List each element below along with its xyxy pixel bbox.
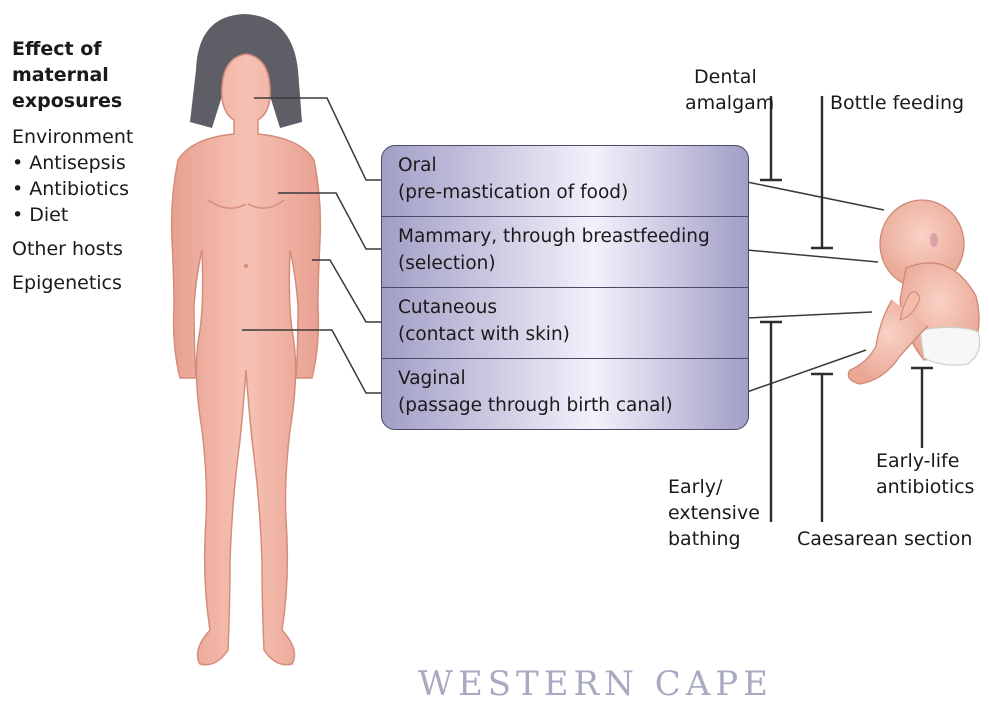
route-vaginal-title: Vaginal: [398, 365, 466, 392]
route-oral-detail: (pre-mastication of food): [398, 179, 628, 206]
maternal-heading-line-3: exposures: [12, 88, 122, 114]
maternal-heading-line-2: maternal: [12, 62, 109, 88]
exposure-other-hosts: Other hosts: [12, 236, 123, 262]
diaper: [920, 327, 980, 365]
exposure-diet: • Diet: [12, 202, 68, 228]
label-caesarean-section: Caesarean section: [797, 526, 972, 552]
label-dental-line-2: amalgam: [685, 90, 774, 116]
label-bathing-line-3: bathing: [668, 526, 741, 552]
label-early-life-line-1: Early-life: [876, 448, 959, 474]
route-vaginal-detail: (passage through birth canal): [398, 392, 673, 419]
route-cutaneous-detail: (contact with skin): [398, 321, 570, 348]
exposure-antibiotics: • Antibiotics: [12, 176, 129, 202]
label-dental-line-1: Dental: [694, 64, 757, 90]
exposure-antisepsis: • Antisepsis: [12, 150, 126, 176]
route-box-vaginal: Vaginal (passage through birth canal): [381, 358, 749, 430]
route-box-mammary: Mammary, through breastfeeding (selectio…: [381, 216, 749, 288]
baby-figure: [848, 200, 979, 384]
route-box-cutaneous: Cutaneous (contact with skin): [381, 287, 749, 359]
exposure-environment: Environment: [12, 124, 133, 150]
label-bottle-feeding: Bottle feeding: [830, 90, 964, 116]
route-oral-title: Oral: [398, 152, 437, 179]
maternal-heading-line-1: Effect of: [12, 36, 102, 62]
label-bathing-line-1: Early/: [668, 474, 722, 500]
route-box-oral: Oral (pre-mastication of food): [381, 145, 749, 217]
label-bathing-line-2: extensive: [668, 500, 760, 526]
route-mammary-title: Mammary, through breastfeeding: [398, 223, 710, 250]
watermark-text: WESTERN CAPE: [418, 664, 773, 704]
mother-body: [172, 54, 321, 665]
label-early-life-line-2: antibiotics: [876, 474, 974, 500]
exposure-epigenetics: Epigenetics: [12, 270, 122, 296]
route-mammary-detail: (selection): [398, 250, 496, 277]
route-cutaneous-title: Cutaneous: [398, 294, 497, 321]
mother-figure: [172, 14, 321, 665]
baby-connectors: [747, 182, 884, 392]
